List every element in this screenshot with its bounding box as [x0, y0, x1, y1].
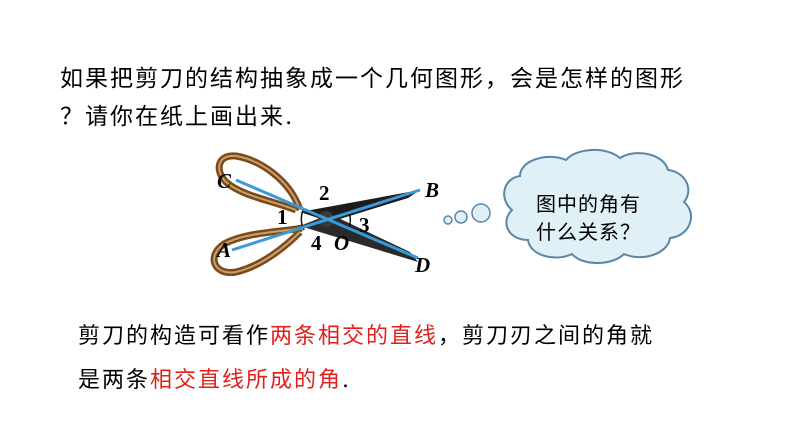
answer-line-1: 剪刀的构造可看作两条相交的直线，剪刀刃之间的角就: [78, 322, 654, 352]
label-A: A: [215, 238, 231, 262]
angle-label-2: 2: [319, 181, 330, 205]
label-D: D: [414, 253, 430, 277]
answer-line-2-highlight: 相交直线所成的角: [150, 368, 343, 393]
bubble-dot-medium: [454, 210, 468, 224]
answer-line-1-highlight: 两条相交的直线: [270, 324, 439, 349]
line-AB: [231, 188, 421, 252]
scissors-lower-handle-shine: [213, 227, 303, 274]
angle-label-4: 4: [311, 231, 322, 255]
bubble-dot-small: [443, 215, 453, 225]
question-line-2: ？请你在纸上画出来.: [60, 104, 295, 130]
bubble-dot-large: [471, 203, 491, 223]
angle-label-1: 1: [277, 205, 288, 229]
bubble-text-line-1: 图中的角有: [536, 192, 641, 216]
bubble-cloud: [503, 148, 692, 264]
angle-label-3: 3: [359, 213, 370, 237]
scissors-upper-handle-shine: [218, 154, 301, 211]
answer-line-2-part-1: 是两条: [78, 368, 151, 393]
answer-line-1-part-3: ，剪刀刃之间的角就: [438, 324, 655, 349]
answer-line-1-part-1: 剪刀的构造可看作: [78, 324, 271, 349]
scissors-icon: [210, 152, 420, 276]
label-B: B: [424, 178, 439, 202]
question-line-1: 如果把剪刀的结构抽象成一个几何图形，会是怎样的图形: [60, 66, 685, 92]
label-O: O: [334, 231, 349, 255]
answer-line-2-part-3: .: [342, 368, 352, 393]
answer-line-2: 是两条相交直线所成的角.: [78, 366, 351, 396]
thought-bubble: [443, 148, 692, 264]
bubble-text-line-2: 什么关系？: [536, 220, 641, 244]
label-C: C: [217, 169, 232, 193]
